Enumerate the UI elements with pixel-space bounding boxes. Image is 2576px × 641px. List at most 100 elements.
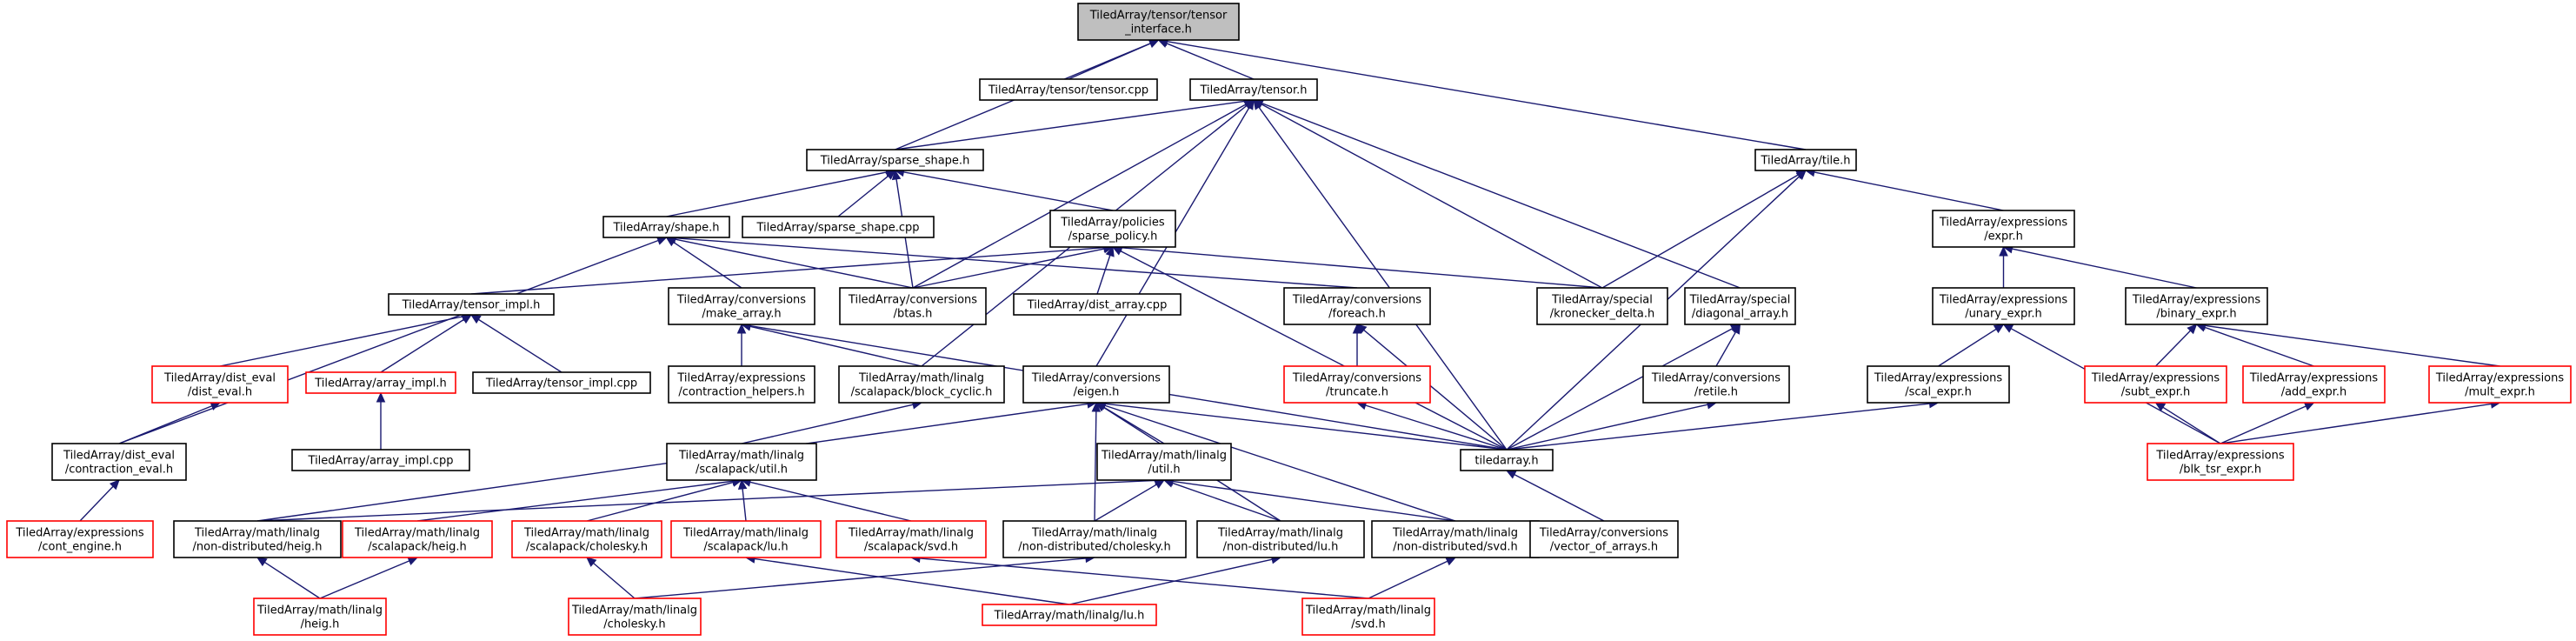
file-node-nd-cholesky-h[interactable]: TiledArray/math/linalg/non-distributed/c… [1002, 520, 1187, 558]
file-node-box [1932, 210, 2075, 248]
file-node-label: TiledArray/expressions [2132, 294, 2261, 307]
dependency-arrowhead [1795, 170, 1807, 181]
dependency-edge [666, 171, 887, 217]
file-node-label: TiledArray/conversions [1292, 294, 1421, 307]
file-node-nd-svd-h[interactable]: TiledArray/math/linalg/non-distributed/s… [1371, 520, 1540, 558]
file-node-mult-expr-h[interactable]: TiledArray/expressions/mult_expr.h [2428, 365, 2572, 404]
file-node-label: /blk_tsr_expr.h [2180, 464, 2261, 477]
file-node-label: TiledArray/shape.h [612, 222, 719, 235]
file-node-cont-engine-h[interactable]: TiledArray/expressions/cont_engine.h [6, 520, 154, 558]
file-node-nd-heig-h[interactable]: TiledArray/math/linalg/non-distributed/h… [173, 520, 342, 558]
file-node-dist-array-cpp[interactable]: TiledArray/dist_array.cpp [1013, 293, 1181, 316]
file-node-box [253, 598, 387, 636]
file-node-box [151, 365, 289, 404]
file-node-tensor-h[interactable]: TiledArray/tensor.h [1189, 78, 1318, 101]
file-node-array-impl-cpp[interactable]: TiledArray/array_impl.cpp [291, 449, 470, 471]
file-node-box [666, 443, 817, 481]
file-node-box [2242, 365, 2386, 404]
file-node-tensor-cpp[interactable]: TiledArray/tensor/tensor.cpp [979, 78, 1158, 101]
file-node-sp-lu-h[interactable]: TiledArray/math/linalg/scalapack/lu.h [670, 520, 822, 558]
file-node-label: /dist_eval.h [188, 386, 252, 399]
file-node-linalg-util-h[interactable]: TiledArray/math/linalg/util.h [1096, 443, 1232, 481]
file-node-box [1460, 449, 1554, 471]
file-node-cholesky-h[interactable]: TiledArray/math/linalg/cholesky.h [568, 598, 702, 636]
file-node-label: /scalapack/lu.h [703, 541, 788, 554]
file-node-sparse-shape-cpp[interactable]: TiledArray/sparse_shape.cpp [742, 216, 935, 238]
file-node-vector-of-arrays-h[interactable]: TiledArray/conversions/vector_of_arrays.… [1529, 520, 1679, 558]
file-node-sparse-shape-h[interactable]: TiledArray/sparse_shape.h [806, 149, 984, 171]
file-node-box [6, 520, 154, 558]
file-node-expr-h[interactable]: TiledArray/expressions/expr.h [1932, 210, 2075, 248]
file-node-box [982, 604, 1157, 626]
file-node-sp-heig-h[interactable]: TiledArray/math/linalg/scalapack/heig.h [342, 520, 493, 558]
dependency-edge [416, 480, 734, 522]
file-node-box [1754, 149, 1857, 171]
file-node-sparse-policy-h[interactable]: TiledArray/policies/sparse_policy.h [1049, 210, 1176, 248]
file-node-retile-h[interactable]: TiledArray/conversions/retile.h [1642, 365, 1790, 404]
file-node-label: /non-distributed/lu.h [1223, 541, 1339, 554]
dependency-edge [263, 561, 321, 599]
file-node-box [511, 520, 662, 558]
file-node-box [1642, 365, 1790, 404]
file-node-label: /scal_expr.h [1905, 386, 1972, 399]
dependency-edge [1938, 328, 1997, 367]
file-node-label: TiledArray/array_impl.cpp [308, 455, 454, 468]
file-node-box [1536, 287, 1668, 325]
file-node-tensor-impl-cpp[interactable]: TiledArray/tensor_impl.cpp [472, 371, 651, 394]
file-node-dist-eval-h[interactable]: TiledArray/dist_eval/dist_eval.h [151, 365, 289, 404]
file-node-blk-tsr-expr-h[interactable]: TiledArray/expressions/blk_tsr_expr.h [2147, 443, 2294, 481]
file-node-label: /sparse_policy.h [1068, 230, 1158, 244]
dependency-arrowhead [1245, 98, 1255, 110]
file-node-nd-lu-h[interactable]: TiledArray/math/linalg/non-distributed/l… [1196, 520, 1365, 558]
file-node-label: /mult_expr.h [2465, 386, 2535, 399]
file-node-unary-expr-h[interactable]: TiledArray/expressions/unary_expr.h [1932, 287, 2075, 325]
file-node-svd-h[interactable]: TiledArray/math/linalg/svd.h [1301, 598, 1435, 636]
file-node-contraction-helpers-h[interactable]: TiledArray/expressions/contraction_helpe… [668, 365, 815, 404]
dependency-arrowhead [407, 557, 419, 565]
dependency-arrowhead [109, 479, 120, 491]
file-node-block-cyclic-h[interactable]: TiledArray/math/linalg/scalapack/block_c… [838, 365, 1005, 404]
dependency-arrowhead [256, 557, 268, 567]
file-node-shape-h[interactable]: TiledArray/shape.h [602, 216, 730, 238]
file-node-box [173, 520, 342, 558]
file-node-label: TiledArray/special [1551, 294, 1653, 307]
file-node-sp-svd-h[interactable]: TiledArray/math/linalg/scalapack/svd.h [835, 520, 987, 558]
file-node-heig-h[interactable]: TiledArray/math/linalg/heig.h [253, 598, 387, 636]
file-node-binary-expr-h[interactable]: TiledArray/expressions/binary_expr.h [2125, 287, 2268, 325]
file-node-tiledarray-h[interactable]: tiledarray.h [1460, 449, 1554, 471]
file-node-box [835, 520, 987, 558]
file-node-foreach-h[interactable]: TiledArray/conversions/foreach.h [1283, 287, 1431, 325]
dependency-arrowhead [736, 323, 747, 334]
file-node-box [668, 287, 815, 325]
file-node-label: /eigen.h [1074, 386, 1120, 399]
file-node-scalapack-util-h[interactable]: TiledArray/math/linalg/scalapack/util.h [666, 443, 817, 481]
file-node-label: TiledArray/tensor/tensor.cpp [988, 84, 1148, 97]
dependency-arrowhead [1091, 401, 1102, 412]
file-node-lu-h[interactable]: TiledArray/math/linalg/lu.h [982, 604, 1157, 626]
dependency-arrowhead [1253, 99, 1263, 110]
file-node-tile-h[interactable]: TiledArray/tile.h [1754, 149, 1857, 171]
file-node-label: /non-distributed/svd.h [1393, 541, 1518, 554]
file-node-label: TiledArray/conversions [848, 294, 977, 307]
file-node-eigen-h[interactable]: TiledArray/conversions/eigen.h [1022, 365, 1170, 404]
file-node-label: /cont_engine.h [38, 541, 122, 554]
file-node-kronecker-delta-h[interactable]: TiledArray/special/kronecker_delta.h [1536, 287, 1668, 325]
file-node-btas-h[interactable]: TiledArray/conversions/btas.h [839, 287, 987, 325]
file-node-label: TiledArray/math/linalg [1217, 527, 1343, 540]
file-node-truncate-h[interactable]: TiledArray/conversions/truncate.h [1283, 365, 1431, 404]
file-node-add-expr-h[interactable]: TiledArray/expressions/add_expr.h [2242, 365, 2386, 404]
file-node-diagonal-array-h[interactable]: TiledArray/special/diagonal_array.h [1684, 287, 1796, 325]
dependency-edge [1104, 404, 1456, 522]
file-node-label: TiledArray/math/linalg [678, 450, 804, 463]
file-node-array-impl-h[interactable]: TiledArray/array_impl.h [305, 371, 456, 394]
file-node-sp-cholesky-h[interactable]: TiledArray/math/linalg/scalapack/cholesk… [511, 520, 662, 558]
file-node-scal-expr-h[interactable]: TiledArray/expressions/scal_expr.h [1867, 365, 2010, 404]
file-node-contraction-eval-h[interactable]: TiledArray/dist_eval/contraction_eval.h [51, 443, 187, 481]
file-node-label: /truncate.h [1326, 386, 1388, 399]
file-node-label: /contraction_eval.h [65, 464, 173, 477]
file-node-tensor-impl-h[interactable]: TiledArray/tensor_impl.h [388, 293, 555, 316]
file-node-subt-expr-h[interactable]: TiledArray/expressions/subt_expr.h [2084, 365, 2227, 404]
dependency-edge [1601, 174, 1799, 289]
file-node-make-array-h[interactable]: TiledArray/conversions/make_array.h [668, 287, 815, 325]
